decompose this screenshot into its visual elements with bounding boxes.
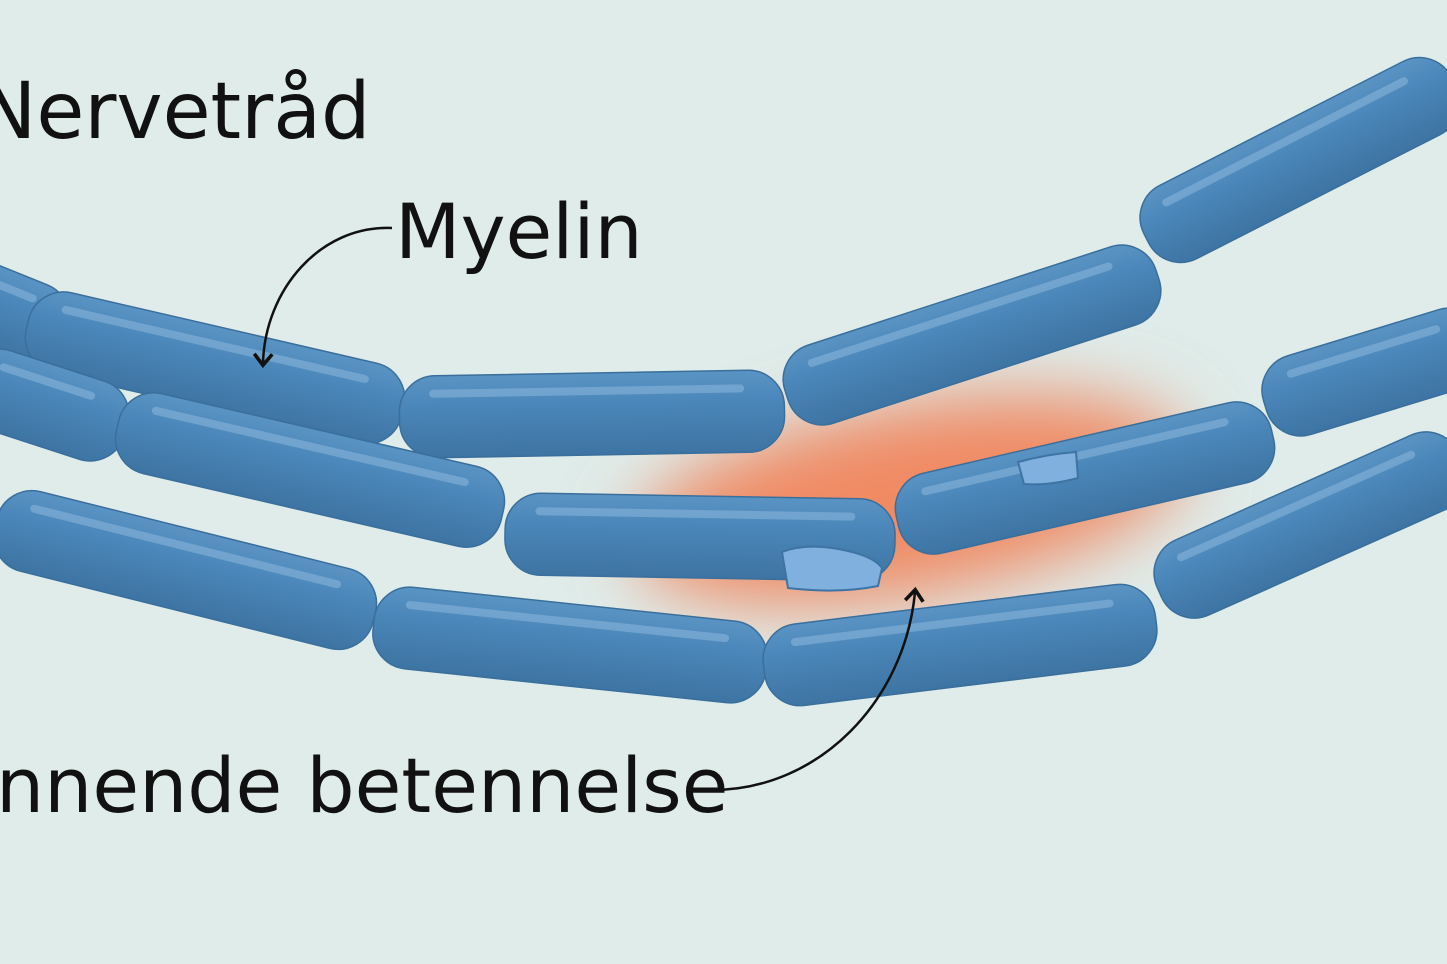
- myelin-segment-body: [398, 369, 786, 459]
- nerve-fiber-label: Nervetråd: [0, 67, 371, 157]
- myelin-segment-highlight: [1162, 77, 1409, 207]
- myelin-segment-highlight: [1176, 450, 1416, 562]
- myelin-segment-body: [372, 586, 768, 704]
- myelin-segment-body: [1153, 431, 1447, 619]
- myelin-segment: [372, 586, 768, 704]
- myelin-segment-highlight: [30, 504, 342, 589]
- myelin-segment-body: [114, 392, 506, 548]
- myelin-segment: [1139, 56, 1447, 264]
- myelin-segment-highlight: [1286, 325, 1441, 378]
- inflammation-label: nnende betennelse: [0, 741, 729, 830]
- myelin-segment-highlight: [807, 262, 1113, 367]
- myelin-segment: [1153, 431, 1447, 619]
- myelin-segment-body: [894, 401, 1276, 555]
- myelin-segment: [398, 369, 786, 459]
- myelin-segment-highlight: [151, 406, 469, 487]
- damaged-myelin: [780, 450, 1080, 592]
- myelin-segment-body: [1261, 307, 1447, 437]
- myelin-label: Myelin: [395, 187, 643, 276]
- myelin-segment-highlight: [0, 363, 96, 400]
- myelin-segment: [782, 244, 1162, 426]
- myelin-segment-highlight: [790, 599, 1114, 647]
- myelin-segment-highlight: [0, 271, 37, 303]
- myelin-segment: [762, 583, 1158, 707]
- myelin-segment: [114, 392, 506, 548]
- inflammation-arrow: [711, 586, 925, 792]
- myelin-segment-body: [762, 583, 1158, 707]
- myelin-arrow: [252, 226, 393, 369]
- myelin-segment-highlight: [61, 305, 369, 383]
- myelin-segment: [0, 348, 130, 462]
- myelin-segment-body: [1139, 56, 1447, 264]
- myelin-segment: [1261, 307, 1447, 437]
- nerve-fibers: [0, 56, 1447, 707]
- myelin-segment-highlight: [535, 507, 856, 521]
- damage-lesion-2: [1016, 450, 1080, 486]
- myelin-segment-highlight: [429, 384, 745, 398]
- myelin-segment-highlight: [405, 601, 730, 643]
- damage-lesion-1: [780, 545, 884, 592]
- myelin-segment-body: [782, 244, 1162, 426]
